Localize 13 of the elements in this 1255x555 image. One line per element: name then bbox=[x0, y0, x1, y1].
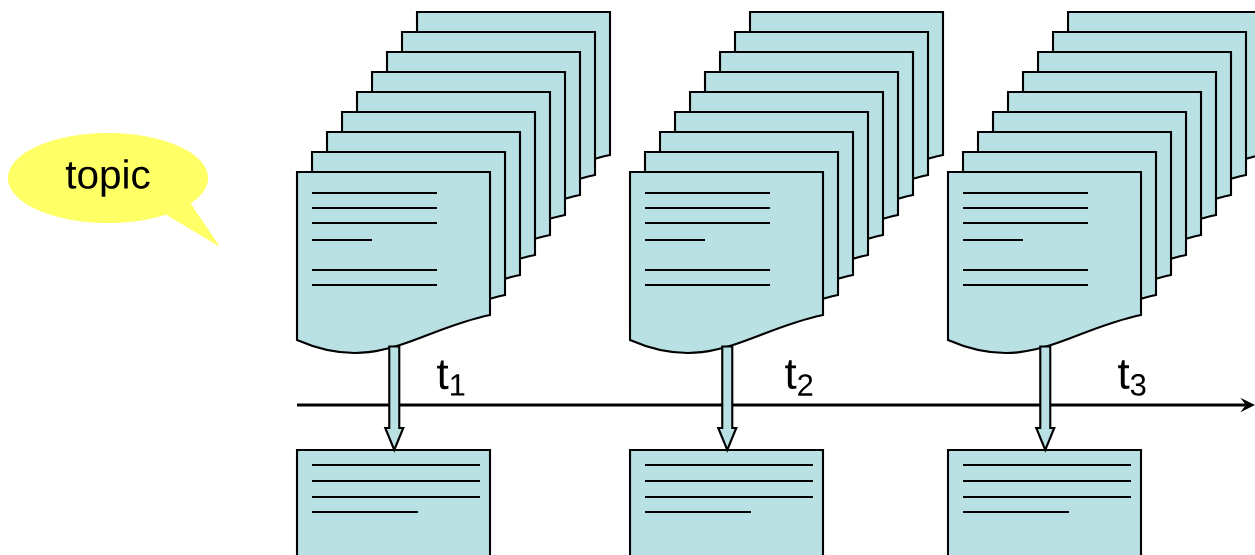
speech-bubble: topic bbox=[7, 132, 220, 247]
document bbox=[628, 448, 825, 555]
document-stack bbox=[295, 10, 612, 354]
time-label: t$_{2}$ bbox=[785, 360, 813, 396]
document-stack bbox=[946, 10, 1255, 354]
block-arrow bbox=[383, 345, 405, 453]
time-label: t$_{3}$ bbox=[1118, 360, 1146, 396]
document bbox=[295, 448, 492, 555]
block-arrow bbox=[1034, 345, 1056, 453]
document-stack bbox=[628, 10, 945, 354]
time-label: t$_{1}$ bbox=[437, 360, 465, 396]
document bbox=[946, 448, 1143, 555]
block-arrow bbox=[716, 345, 738, 453]
